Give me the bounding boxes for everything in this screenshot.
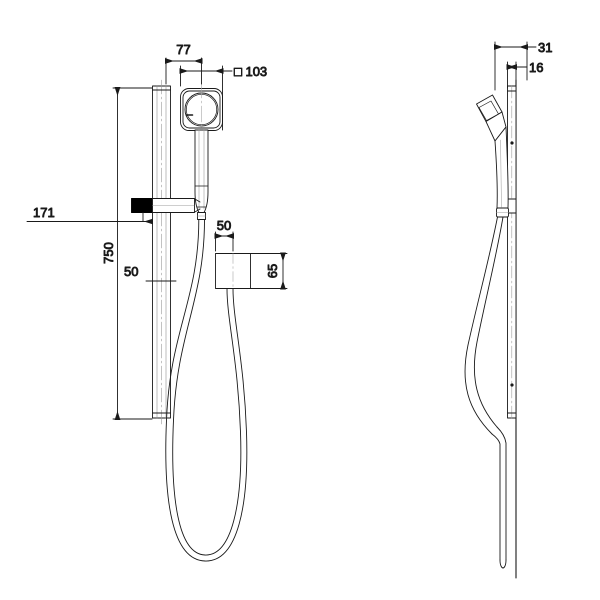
dim-31-label: 31 [538,40,552,55]
dim-50-outlet-group: 50 [214,218,234,252]
side-slide-rail [507,85,517,419]
dim-16-label: 16 [529,60,543,75]
dim-750-group: 750 [101,87,153,420]
front-slide-bracket [131,198,201,213]
dim-103-label: □ 103 [234,64,267,79]
dim-50-rail-label: 50 [124,264,138,279]
side-handset [476,94,509,218]
front-handset-body [194,129,209,220]
dim-171-label: 171 [33,205,55,220]
dim-65-label: 65 [265,264,280,278]
dim-171-group: 171 [26,205,153,225]
front-slide-rail [152,79,171,425]
front-shower-hose [165,219,248,562]
dim-50-outlet-label: 50 [217,218,231,233]
dim-750-label: 750 [101,242,116,264]
dim-65-group: 65 [250,252,288,290]
dim-103-group: □ 103 [179,64,268,131]
dim-77-group: 77 [165,42,203,85]
dim-50-rail-group: 50 [124,264,177,282]
front-wall-outlet [215,253,251,289]
dim-77-label: 77 [176,42,190,57]
side-shower-hose [464,216,507,569]
dim-31-group: 31 [494,40,553,91]
dim-16-group: 16 [506,60,544,89]
